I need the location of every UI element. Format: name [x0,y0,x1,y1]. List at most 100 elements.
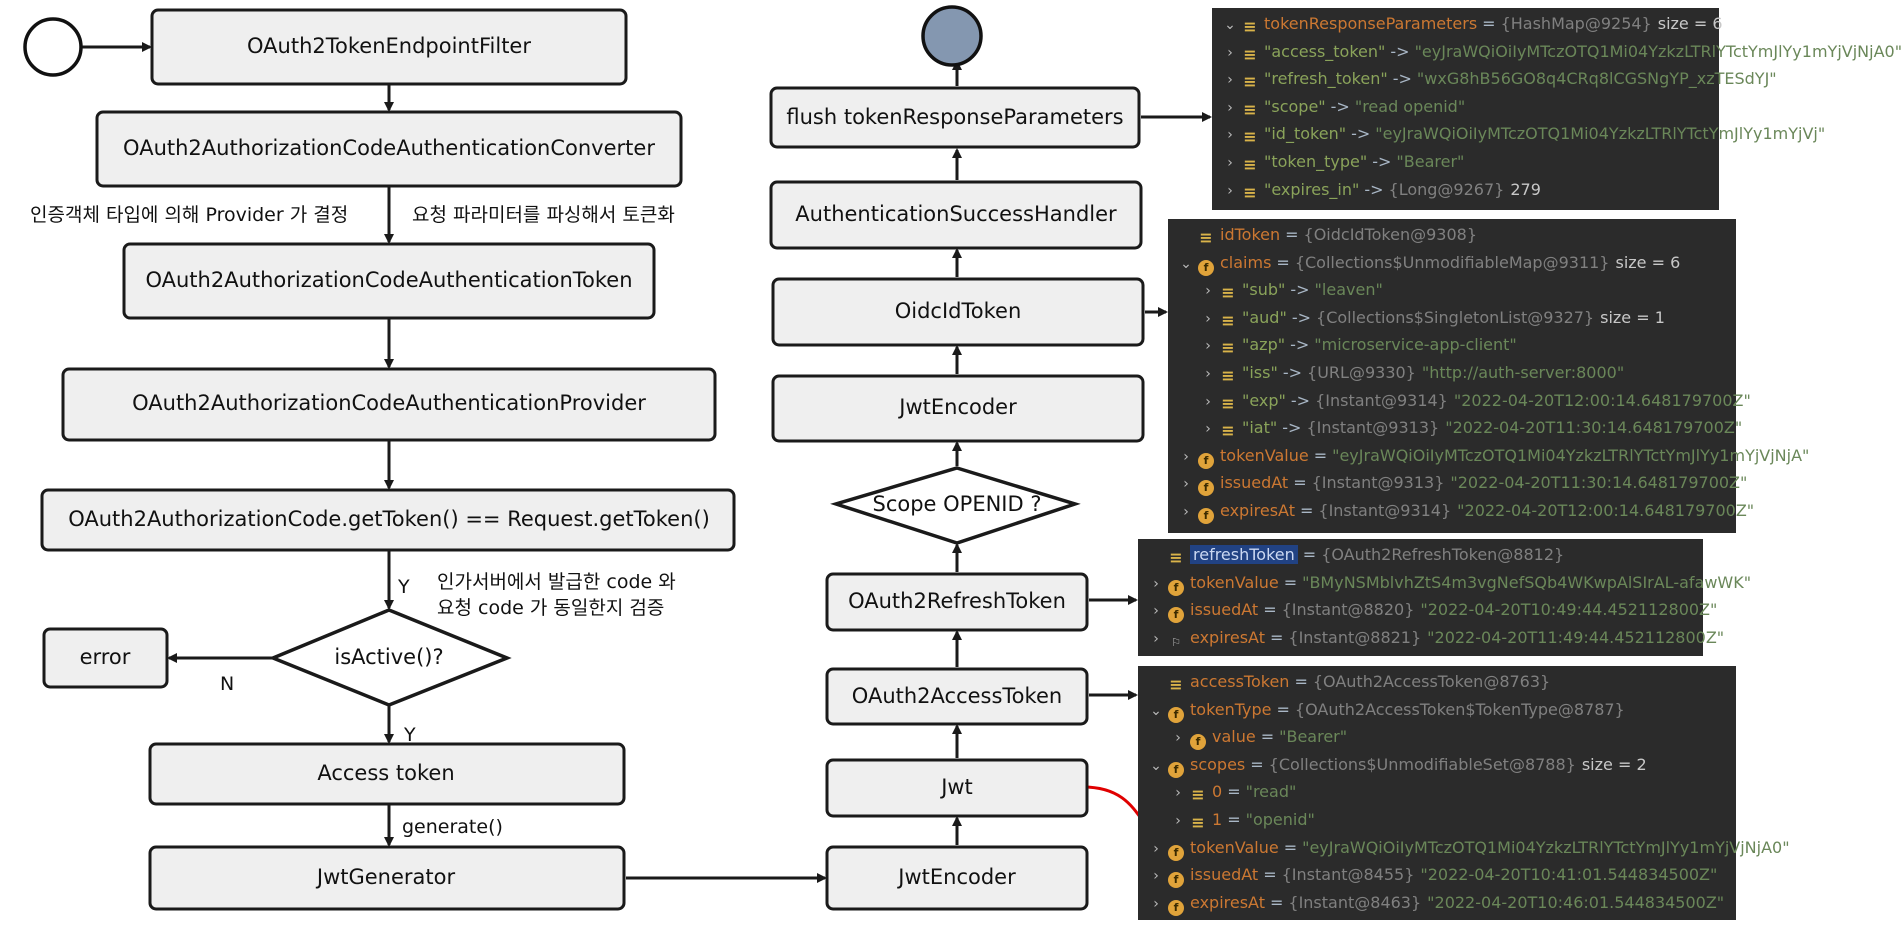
debug-separator: = [1276,252,1290,272]
refresh-token-label: OAuth2RefreshToken [848,589,1066,613]
debug-row[interactable]: ›⚐expiresAt={Instant@8821}"2022-04-20T11… [1138,624,1724,652]
debug-ref: {Collections$UnmodifiableSet@8788} [1268,754,1576,774]
expand-right-icon[interactable]: › [1183,448,1189,465]
expand-down-icon[interactable]: ⌄ [1180,255,1192,272]
oidc-id-token-label: OidcIdToken [895,299,1022,323]
list-icon: ≡ [1199,228,1213,247]
expand-right-icon[interactable]: › [1175,785,1181,802]
debug-value: size = 6 [1615,252,1681,272]
expand-right-icon[interactable]: › [1227,182,1233,199]
expand-right-icon[interactable]: › [1205,393,1211,410]
debug-ref: {OAuth2AccessToken@8763} [1312,672,1551,691]
expand-down-icon[interactable]: ⌄ [1224,17,1236,33]
debug-separator: = [1283,837,1298,857]
debug-row[interactable]: ›≡"iat"->{Instant@9313}"2022-04-20T11:30… [1168,414,1742,442]
debug-var-name: refreshToken [1190,545,1298,564]
list-icon: ≡ [1169,548,1183,567]
debug-separator: -> [1291,307,1312,327]
field-icon: f [1168,872,1184,889]
debug-row[interactable]: ›≡"azp"->"microservice-app-client" [1168,331,1736,359]
expand-right-icon[interactable]: › [1227,72,1233,89]
list-icon: ≡ [1243,72,1257,92]
debug-row[interactable]: ≡accessToken={OAuth2AccessToken@8763} [1138,668,1736,696]
expand-right-icon[interactable]: › [1227,127,1233,144]
expand-right-icon[interactable]: › [1153,868,1159,885]
expand-right-icon[interactable]: › [1175,730,1181,747]
debug-separator: = [1250,754,1264,774]
debug-var-name: "refresh_token" [1264,69,1388,89]
expand-right-icon[interactable]: › [1183,476,1189,493]
expand-right-icon[interactable]: › [1153,630,1159,647]
jwt-generator-label: JwtGenerator [315,865,456,889]
verify-note-2: 요청 code 가 동일한지 검증 [437,597,664,619]
debug-row[interactable]: ›≡"token_type"->"Bearer" [1212,148,1719,176]
debug-value: size = 1 [1600,307,1665,327]
expand-right-icon[interactable]: › [1205,365,1211,382]
debug-value: "2022-04-20T10:41:01.544834500Z" [1420,865,1718,885]
expand-right-icon[interactable]: › [1153,575,1159,592]
expand-down-icon[interactable]: ⌄ [1150,702,1162,719]
expand-right-icon[interactable]: › [1153,895,1159,912]
field-icon: f [1198,452,1214,469]
debug-row[interactable]: ›≡"iss"->{URL@9330}"http://auth-server:8… [1168,359,1736,387]
expand-down-icon[interactable]: ⌄ [1150,757,1162,774]
expand-right-icon[interactable]: › [1153,840,1159,857]
field-icon: f [1198,507,1214,524]
expand-right-icon[interactable]: › [1205,283,1211,300]
expand-right-icon[interactable]: › [1153,603,1159,620]
debug-row[interactable]: ›≡"sub"->"leaven" [1168,276,1736,304]
debug-row[interactable]: ›≡"expires_in"->{Long@9267}279 [1212,176,1719,204]
debug-ref: {OidcIdToken@9308} [1303,225,1477,244]
debug-ref: {Instant@8463} [1288,892,1422,912]
debug-value: "2022-04-20T11:30:14.648179700Z" [1445,418,1743,438]
debug-separator: -> [1290,280,1310,300]
debug-row[interactable]: ›≡"refresh_token"->"wxG8hB56GO8q4CRq8lCG… [1212,65,1776,93]
debug-ref: {Instant@9313} [1306,418,1440,438]
expand-right-icon[interactable]: › [1227,44,1233,61]
field-icon: f [1168,706,1184,723]
expand-right-icon[interactable]: › [1205,421,1211,438]
list-icon: ≡ [1191,812,1205,832]
list-icon: ≡ [1221,310,1235,330]
debug-row[interactable]: ⌄≡tokenResponseParameters={HashMap@9254}… [1212,10,1722,38]
expand-right-icon[interactable]: › [1227,99,1233,116]
expand-right-icon[interactable]: › [1183,503,1189,520]
debug-panel-refresh-token: ≡refreshToken={OAuth2RefreshToken@8812}›… [1138,539,1751,656]
auth-token-box: OAuth2AuthorizationCodeAuthenticationTok… [122,242,656,320]
expand-right-icon[interactable]: › [1205,310,1211,327]
list-icon: ≡ [1221,338,1235,358]
debug-row[interactable]: ›≡"aud"->{Collections$SingletonList@9327… [1168,304,1736,332]
list-icon: ≡ [1243,99,1257,119]
debug-var-name: "exp" [1242,390,1286,410]
list-icon: ≡ [1243,182,1257,202]
debug-row[interactable]: ≡idToken={OidcIdToken@9308} [1168,221,1736,249]
converter-box: OAuth2AuthorizationCodeAuthenticationCon… [95,110,683,188]
debug-value: "wxG8hB56GO8q4CRq8lCGSNgYP_xzTESdYJ" [1416,69,1777,89]
debug-separator: = [1293,473,1307,493]
debug-value: "read" [1245,782,1297,802]
debug-row[interactable]: ›≡"scope"->"read openid" [1212,93,1719,121]
debug-row[interactable]: ›≡0="read" [1138,778,1736,806]
debug-row[interactable]: ›≡"id_token"->"eyJraWQiOiIyMTczOTQ1Mi04Y… [1212,120,1825,148]
debug-value: "2022-04-20T12:00:14.648179700Z" [1457,500,1755,520]
debug-var-name: claims [1220,252,1272,272]
expand-right-icon[interactable]: › [1227,154,1233,171]
debug-row[interactable]: ≡refreshToken={OAuth2RefreshToken@8812} [1138,541,1703,569]
debug-row[interactable]: ›≡"exp"->{Instant@9314}"2022-04-20T12:00… [1168,387,1751,415]
debug-row[interactable]: ›≡"access_token"->"eyJraWQiOiIyMTczOTQ1M… [1212,38,1902,66]
debug-row[interactable]: ›≡1="openid" [1138,806,1736,834]
expand-right-icon[interactable]: › [1205,338,1211,355]
expand-right-icon[interactable]: › [1175,812,1181,829]
